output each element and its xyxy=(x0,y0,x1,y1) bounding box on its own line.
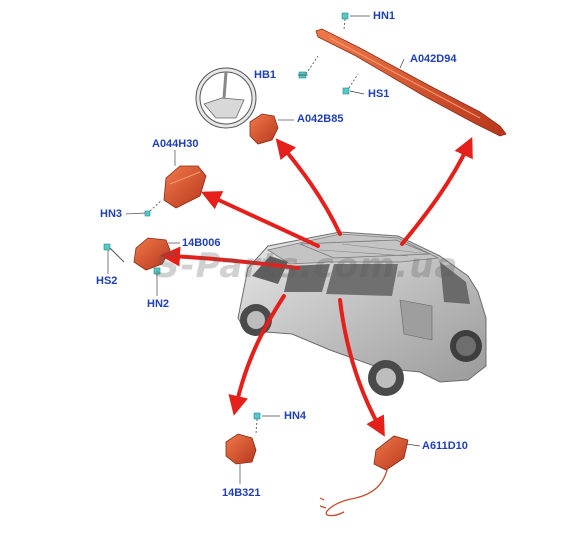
fastener-hn3 xyxy=(144,199,163,217)
driver-airbag-a042b85 xyxy=(249,113,279,145)
label-14b321: 14B321 xyxy=(222,487,261,499)
arrow-to-driver-airbag xyxy=(275,138,342,236)
label-a611d10: A611D10 xyxy=(422,440,468,452)
arrow-to-seat-airbag xyxy=(338,298,385,437)
arrow-to-control-module xyxy=(228,294,286,416)
arrow-to-passenger-airbag xyxy=(200,191,320,248)
label-a044h30: A044H30 xyxy=(152,138,199,150)
seat-airbag-a611d10 xyxy=(319,435,409,517)
label-hb1: HB1 xyxy=(254,69,277,81)
arrow-to-module-14b006 xyxy=(160,246,300,270)
label-14b006: 14B006 xyxy=(182,237,221,249)
label-a042b85: A042B85 xyxy=(297,113,344,125)
steering-wheel-icon xyxy=(195,67,257,129)
module-14b006 xyxy=(133,237,171,271)
suv-vehicle-icon xyxy=(237,231,487,396)
arrow-to-curtain-airbag xyxy=(400,136,473,246)
leader-lines xyxy=(107,15,421,484)
label-hn1: HN1 xyxy=(373,10,396,22)
label-hs2: HS2 xyxy=(96,275,118,287)
curtain-airbag-a042d94 xyxy=(315,28,507,137)
label-hn3: HN3 xyxy=(100,208,123,220)
restraint-control-module-14b321 xyxy=(225,433,257,465)
fastener-hn4 xyxy=(253,412,261,435)
callout-arrows xyxy=(160,136,473,437)
label-a042d94: A042D94 xyxy=(410,53,457,65)
passenger-airbag-a044h30 xyxy=(163,165,207,209)
fastener-hn1 xyxy=(341,12,349,31)
label-hn4: HN4 xyxy=(284,410,307,422)
label-hs1: HS1 xyxy=(368,88,390,100)
fastener-hn2 xyxy=(153,267,161,275)
fastener-hs1 xyxy=(342,73,359,95)
fastener-hs2 xyxy=(103,243,125,263)
label-hn2: HN2 xyxy=(147,298,170,310)
